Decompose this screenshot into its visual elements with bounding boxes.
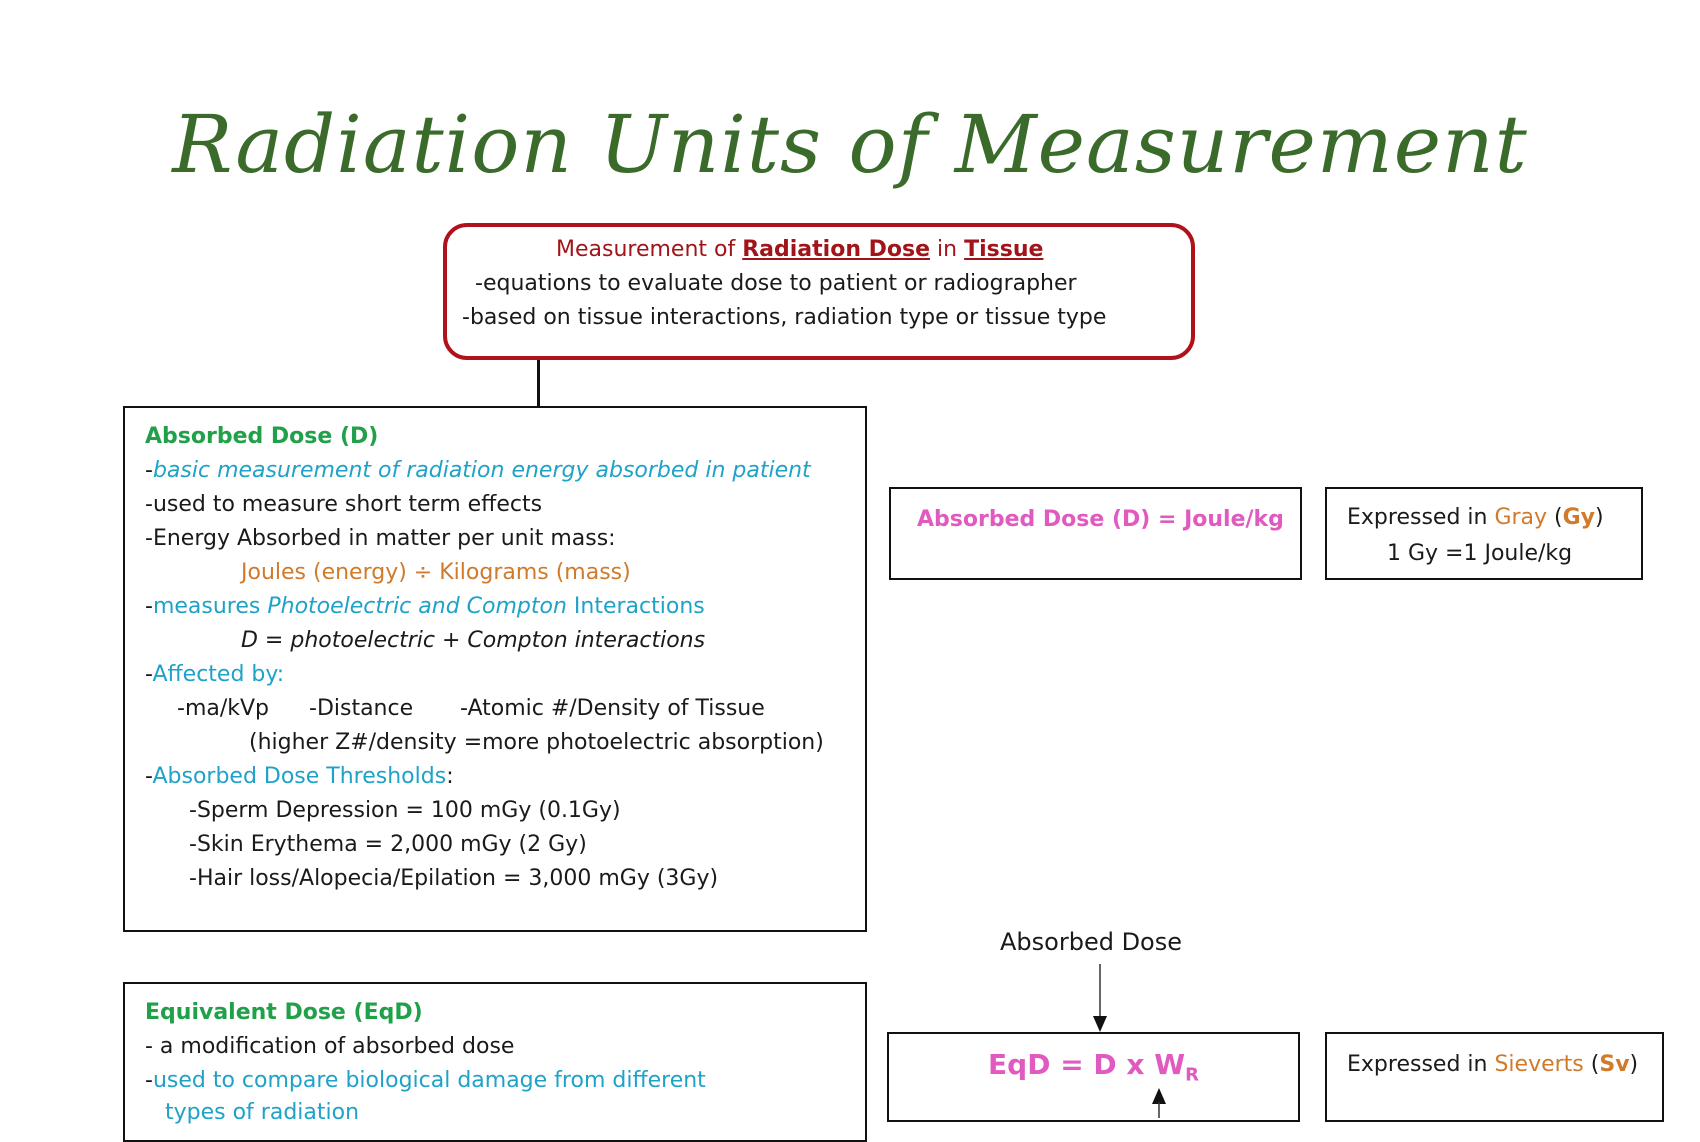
formula-subscript: R bbox=[1185, 1064, 1199, 1086]
factor-distance: -Distance bbox=[309, 696, 414, 721]
equivalent-purpose: used to compare biological damage from d… bbox=[152, 1068, 706, 1093]
equivalent-dose-formula: EqD = D x WR bbox=[889, 1048, 1298, 1086]
absorbed-line-1: -basic measurement of radiation energy a… bbox=[145, 454, 811, 488]
unit-sv: Sv bbox=[1599, 1052, 1630, 1077]
absorbed-line-9: (higher Z#/density =more photoelectric a… bbox=[249, 730, 824, 755]
connector-line bbox=[537, 360, 540, 407]
gray-definition: 1 Gy =1 Joule/kg bbox=[1387, 541, 1573, 566]
interaction-types: Photoelectric and Compton bbox=[267, 594, 567, 619]
threshold-skin: -Skin Erythema = 2,000 mGy (2 Gy) bbox=[189, 832, 587, 857]
dash: - bbox=[145, 764, 153, 789]
affected-by-label: Affected by: bbox=[152, 662, 285, 687]
dash: - bbox=[145, 594, 153, 619]
gray-unit-line: Expressed in Gray (Gy) bbox=[1347, 501, 1604, 535]
equivalent-dose-heading: Equivalent Dose (EqD) bbox=[145, 1000, 423, 1025]
unit-gy: Gy bbox=[1562, 505, 1596, 530]
factor-atomic-density: -Atomic #/Density of Tissue bbox=[460, 696, 765, 721]
sievert-unit-box: Expressed in Sieverts (Sv) bbox=[1325, 1032, 1664, 1122]
equivalent-line-2: -used to compare biological damage from … bbox=[145, 1064, 706, 1098]
threshold-hair: -Hair loss/Alopecia/Epilation = 3,000 mG… bbox=[189, 866, 719, 891]
term-tissue: Tissue bbox=[964, 237, 1044, 262]
thresholds-label: Absorbed Dose Thresholds bbox=[152, 764, 447, 789]
term-radiation-dose: Radiation Dose bbox=[742, 237, 931, 262]
absorbed-dose-panel: Absorbed Dose (D) -basic measurement of … bbox=[123, 406, 867, 932]
definition-mid: in bbox=[930, 237, 965, 262]
equivalent-dose-formula-box: EqD = D x WR bbox=[887, 1032, 1300, 1122]
definition-line-3: -based on tissue interactions, radiation… bbox=[462, 305, 1107, 330]
gray-unit-box: Expressed in Gray (Gy) 1 Gy =1 Joule/kg bbox=[1325, 487, 1643, 580]
absorbed-dose-formula-box: Absorbed Dose (D) = Joule/kg bbox=[889, 487, 1302, 580]
sievert-unit-line: Expressed in Sieverts (Sv) bbox=[1347, 1048, 1638, 1082]
unit-gray: Gray bbox=[1494, 505, 1548, 530]
dash: - bbox=[145, 1068, 153, 1093]
measures-text: measures bbox=[152, 594, 268, 619]
equivalent-line-1: - a modification of absorbed dose bbox=[145, 1034, 515, 1059]
colon: : bbox=[446, 764, 454, 789]
threshold-sperm: -Sperm Depression = 100 mGy (0.1Gy) bbox=[189, 798, 621, 823]
absorbed-line-10: -Absorbed Dose Thresholds: bbox=[145, 760, 454, 794]
absorbed-definition: basic measurement of radiation energy ab… bbox=[152, 458, 811, 483]
paren-open: ( bbox=[1547, 505, 1563, 530]
absorbed-line-6: D = photoelectric + Compton interactions bbox=[241, 628, 706, 653]
absorbed-line-4: Joules (energy) ÷ Kilograms (mass) bbox=[241, 560, 631, 585]
arrow-down-icon bbox=[1093, 964, 1107, 1032]
formula-main: EqD = D x W bbox=[988, 1048, 1186, 1081]
absorbed-line-7: -Affected by: bbox=[145, 658, 284, 692]
unit-sieverts: Sieverts bbox=[1494, 1052, 1584, 1077]
definition-box: Measurement of Radiation Dose in Tissue … bbox=[443, 223, 1195, 360]
definition-line-1: Measurement of Radiation Dose in Tissue bbox=[556, 233, 1043, 267]
equivalent-dose-panel: Equivalent Dose (EqD) - a modification o… bbox=[123, 982, 867, 1142]
definition-prefix: Measurement of bbox=[556, 237, 743, 262]
dash: - bbox=[145, 458, 153, 483]
paren-close: ) bbox=[1629, 1052, 1639, 1077]
absorbed-line-2: -used to measure short term effects bbox=[145, 492, 543, 517]
equivalent-line-3: types of radiation bbox=[165, 1100, 360, 1125]
paren-open: ( bbox=[1583, 1052, 1600, 1077]
expressed-in: Expressed in bbox=[1347, 1052, 1495, 1077]
definition-line-2: -equations to evaluate dose to patient o… bbox=[475, 271, 1077, 296]
paren-close: ) bbox=[1595, 505, 1604, 530]
absorbed-line-5: -measures Photoelectric and Compton Inte… bbox=[145, 590, 705, 624]
interactions-text: Interactions bbox=[566, 594, 705, 619]
absorbed-line-3: -Energy Absorbed in matter per unit mass… bbox=[145, 526, 616, 551]
expressed-in: Expressed in bbox=[1347, 505, 1495, 530]
dash: - bbox=[145, 662, 153, 687]
factor-ma-kvp: -ma/kVp bbox=[177, 696, 270, 721]
absorbed-dose-heading: Absorbed Dose (D) bbox=[145, 424, 379, 449]
arrow-label: Absorbed Dose bbox=[1000, 928, 1183, 956]
page-title: Radiation Units of Measurement bbox=[172, 98, 1528, 191]
absorbed-dose-formula: Absorbed Dose (D) = Joule/kg bbox=[917, 507, 1284, 532]
